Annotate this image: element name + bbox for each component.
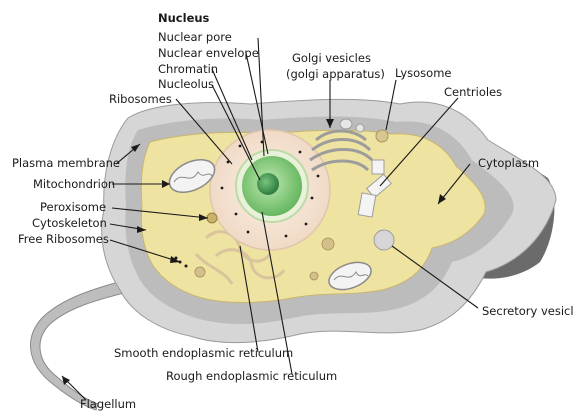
label-centrioles: Centrioles (444, 85, 502, 99)
flagellum-shape (31, 280, 128, 410)
label-mitochondrion: Mitochondrion (33, 177, 115, 191)
label-golgi-line2: (golgi apparatus) (286, 67, 385, 81)
label-plasma-membrane: Plasma membrane (12, 156, 120, 170)
label-peroxisome: Peroxisome (40, 200, 106, 214)
label-lysosome: Lysosome (395, 66, 452, 80)
label-ribosomes: Ribosomes (109, 92, 172, 106)
lysosome-shape (376, 130, 388, 142)
nucleolus-shape (257, 173, 279, 195)
label-free-ribosomes: Free Ribosomes (18, 232, 109, 246)
label-cytoplasm: Cytoplasm (478, 156, 539, 170)
label-golgi-line1: Golgi vesicles (292, 51, 371, 65)
label-flagellum: Flagellum (80, 397, 136, 411)
label-rough-er: Rough endoplasmic reticulum (166, 369, 337, 383)
label-chromatin: Chromatin (158, 62, 218, 76)
secretory-vesicle-shape (374, 230, 394, 250)
peroxisome-shape (207, 213, 217, 223)
nucleus-heading: Nucleus (158, 11, 210, 25)
label-nuclear-pore: Nuclear pore (158, 30, 232, 44)
label-cytoskeleton: Cytoskeleton (32, 216, 107, 230)
label-smooth-er: Smooth endoplasmic reticulum (114, 346, 293, 360)
label-secretory-vesicle: Secretory vesicle (482, 304, 574, 318)
label-nuclear-envelope: Nuclear envelope (158, 46, 259, 60)
label-nucleolus: Nucleolus (158, 77, 214, 91)
